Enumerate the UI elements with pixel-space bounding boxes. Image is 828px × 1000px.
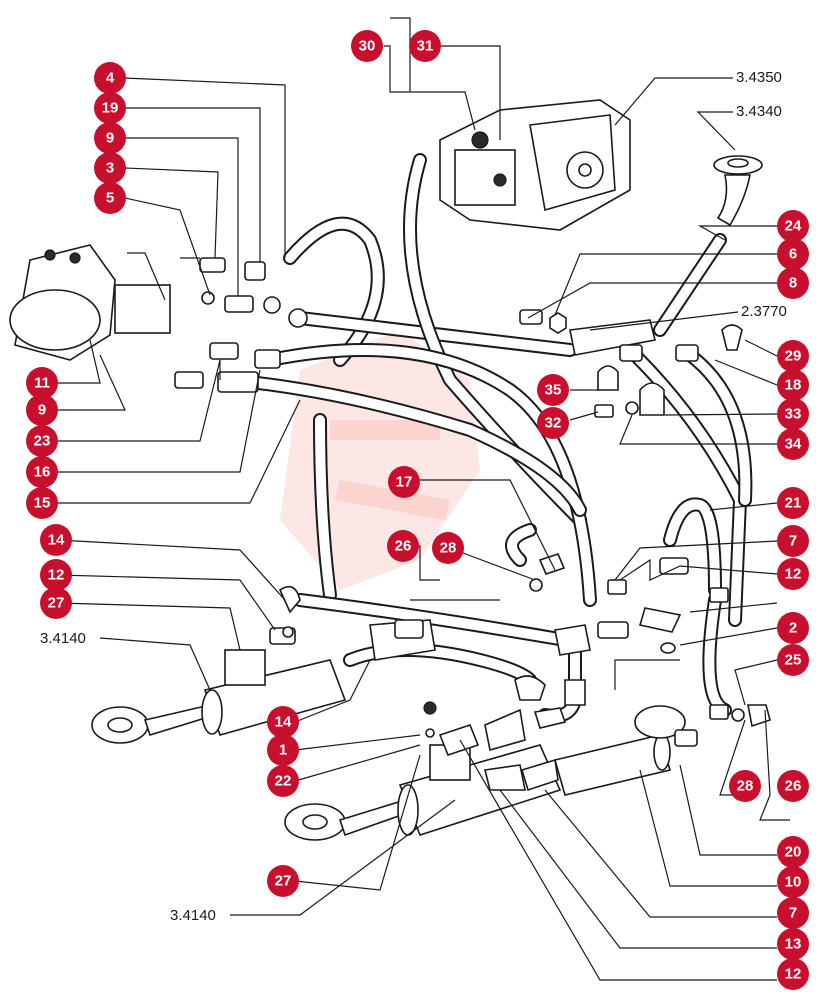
callout-34: 34: [777, 428, 809, 460]
svg-text:25: 25: [785, 652, 802, 669]
callout-8: 8: [777, 267, 809, 299]
callout-4: 4: [94, 62, 126, 94]
callout-13: 13: [777, 928, 809, 960]
callout-32: 32: [537, 407, 569, 439]
svg-text:13: 13: [785, 936, 802, 953]
svg-text:22: 22: [275, 773, 292, 790]
svg-text:9: 9: [38, 402, 46, 419]
callout-17: 17: [388, 466, 420, 498]
hydraulic-hoses: [223, 153, 753, 723]
callout-26b: 26: [777, 770, 809, 802]
callout-26: 26: [387, 530, 419, 562]
svg-text:20: 20: [785, 844, 802, 861]
callout-5: 5: [94, 182, 126, 214]
callout-10: 10: [777, 866, 809, 898]
callout-28: 28: [432, 532, 464, 564]
svg-text:29: 29: [785, 348, 802, 365]
callout-12c: 12: [777, 558, 809, 590]
svg-text:28: 28: [440, 540, 457, 557]
callout-25: 25: [777, 644, 809, 676]
svg-text:33: 33: [785, 406, 802, 423]
callout-3: 3: [94, 152, 126, 184]
svg-text:11: 11: [34, 375, 50, 392]
pump-assembly: [439, 99, 631, 231]
svg-text:14: 14: [48, 532, 65, 549]
callout-9: 9: [94, 122, 126, 154]
callout-20: 20: [777, 836, 809, 868]
ref-label-3-4340: 3.4340: [736, 103, 782, 120]
control-valve-block: [9, 244, 171, 361]
callout-7b: 7: [777, 897, 809, 929]
callout-27: 27: [40, 587, 72, 619]
callout-35: 35: [537, 374, 569, 406]
svg-text:31: 31: [417, 38, 434, 55]
callout-23: 23: [26, 425, 58, 457]
fittings: [174, 257, 771, 792]
callout-31: 31: [409, 30, 441, 62]
callout-15: 15: [26, 487, 58, 519]
ref-label-3-4350: 3.4350: [736, 69, 782, 86]
svg-text:8: 8: [789, 275, 797, 292]
svg-text:27: 27: [48, 595, 65, 612]
callout-21: 21: [777, 487, 809, 519]
svg-text:5: 5: [106, 190, 114, 207]
svg-text:27: 27: [275, 873, 292, 890]
svg-text:17: 17: [396, 474, 413, 491]
callout-6: 6: [777, 238, 809, 270]
callout-30: 30: [351, 30, 383, 62]
callout-22: 22: [267, 765, 299, 797]
svg-text:35: 35: [545, 382, 562, 399]
callout-28b: 28: [729, 770, 761, 802]
callout-33: 33: [777, 398, 809, 430]
svg-text:7: 7: [789, 533, 797, 550]
svg-text:18: 18: [785, 377, 802, 394]
callout-14: 14: [40, 524, 72, 556]
svg-text:16: 16: [34, 464, 51, 481]
callout-16: 16: [26, 456, 58, 488]
callout-11: 11: [26, 367, 58, 399]
ref-label-3-4140-lower: 3.4140: [170, 907, 216, 924]
svg-text:21: 21: [785, 495, 802, 512]
svg-text:12: 12: [48, 567, 65, 584]
svg-text:15: 15: [34, 495, 51, 512]
callout-14b: 14: [267, 706, 299, 738]
svg-text:26: 26: [395, 538, 412, 555]
callout-12: 12: [40, 559, 72, 591]
callout-24: 24: [777, 210, 809, 242]
svg-text:2: 2: [789, 620, 797, 637]
callout-27b: 27: [267, 865, 299, 897]
callout-29: 29: [777, 340, 809, 372]
svg-text:3: 3: [106, 160, 114, 177]
svg-text:30: 30: [359, 38, 376, 55]
leader-lines: [57, 17, 790, 981]
callout-7: 7: [777, 525, 809, 557]
callout-12b: 12: [777, 958, 809, 990]
svg-text:9: 9: [106, 130, 114, 147]
callout-9b: 9: [26, 394, 58, 426]
svg-text:28: 28: [737, 778, 754, 795]
svg-text:14: 14: [275, 714, 292, 731]
svg-text:23: 23: [34, 433, 51, 450]
svg-text:26: 26: [785, 778, 802, 795]
svg-text:12: 12: [785, 566, 802, 583]
ref-label-2-3770: 2.3770: [741, 303, 787, 320]
callout-2: 2: [777, 612, 809, 644]
svg-text:24: 24: [785, 218, 802, 235]
svg-text:4: 4: [106, 70, 115, 87]
callout-1: 1: [267, 734, 299, 766]
svg-text:32: 32: [545, 415, 562, 432]
ref-label-3-4140-upper: 3.4140: [40, 630, 86, 647]
svg-text:10: 10: [785, 874, 802, 891]
svg-text:19: 19: [102, 100, 119, 117]
callout-19: 19: [94, 92, 126, 124]
svg-text:1: 1: [279, 742, 287, 759]
svg-text:7: 7: [789, 905, 797, 922]
callout-18: 18: [777, 369, 809, 401]
svg-text:12: 12: [785, 966, 802, 983]
svg-text:34: 34: [785, 436, 802, 453]
filler-cap: [713, 155, 763, 227]
hydraulic-cylinder-upper: [91, 649, 347, 744]
svg-text:6: 6: [789, 246, 797, 263]
